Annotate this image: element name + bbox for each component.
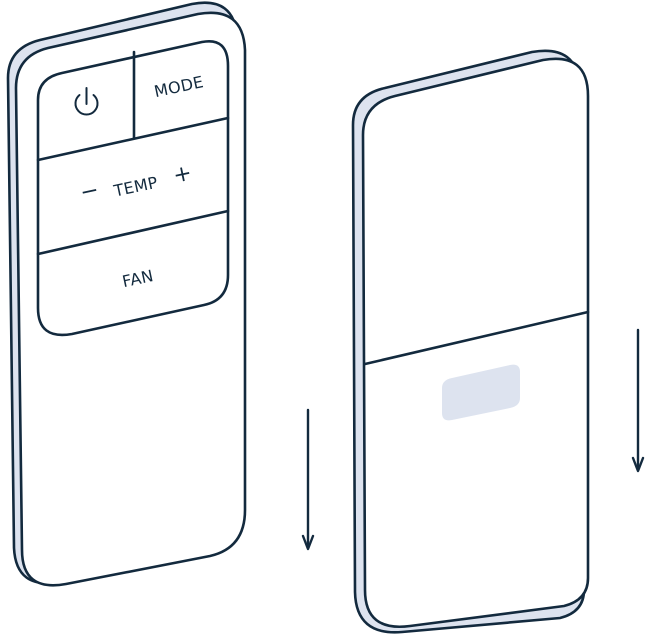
front-remote	[6, 1, 247, 587]
battery-cover-seam	[363, 310, 590, 366]
power-button[interactable]	[74, 87, 99, 116]
power-icon	[74, 94, 99, 116]
sensor-window	[442, 364, 520, 421]
divider-top	[36, 116, 230, 162]
temp-minus-button[interactable]: −	[78, 177, 102, 205]
back-remote-face	[361, 57, 590, 629]
arrow-down-icon	[631, 328, 645, 473]
arrow-down-icon	[301, 408, 315, 551]
back-remote	[351, 49, 590, 634]
divider-middle	[36, 209, 230, 256]
temp-plus-button[interactable]: +	[171, 160, 195, 188]
